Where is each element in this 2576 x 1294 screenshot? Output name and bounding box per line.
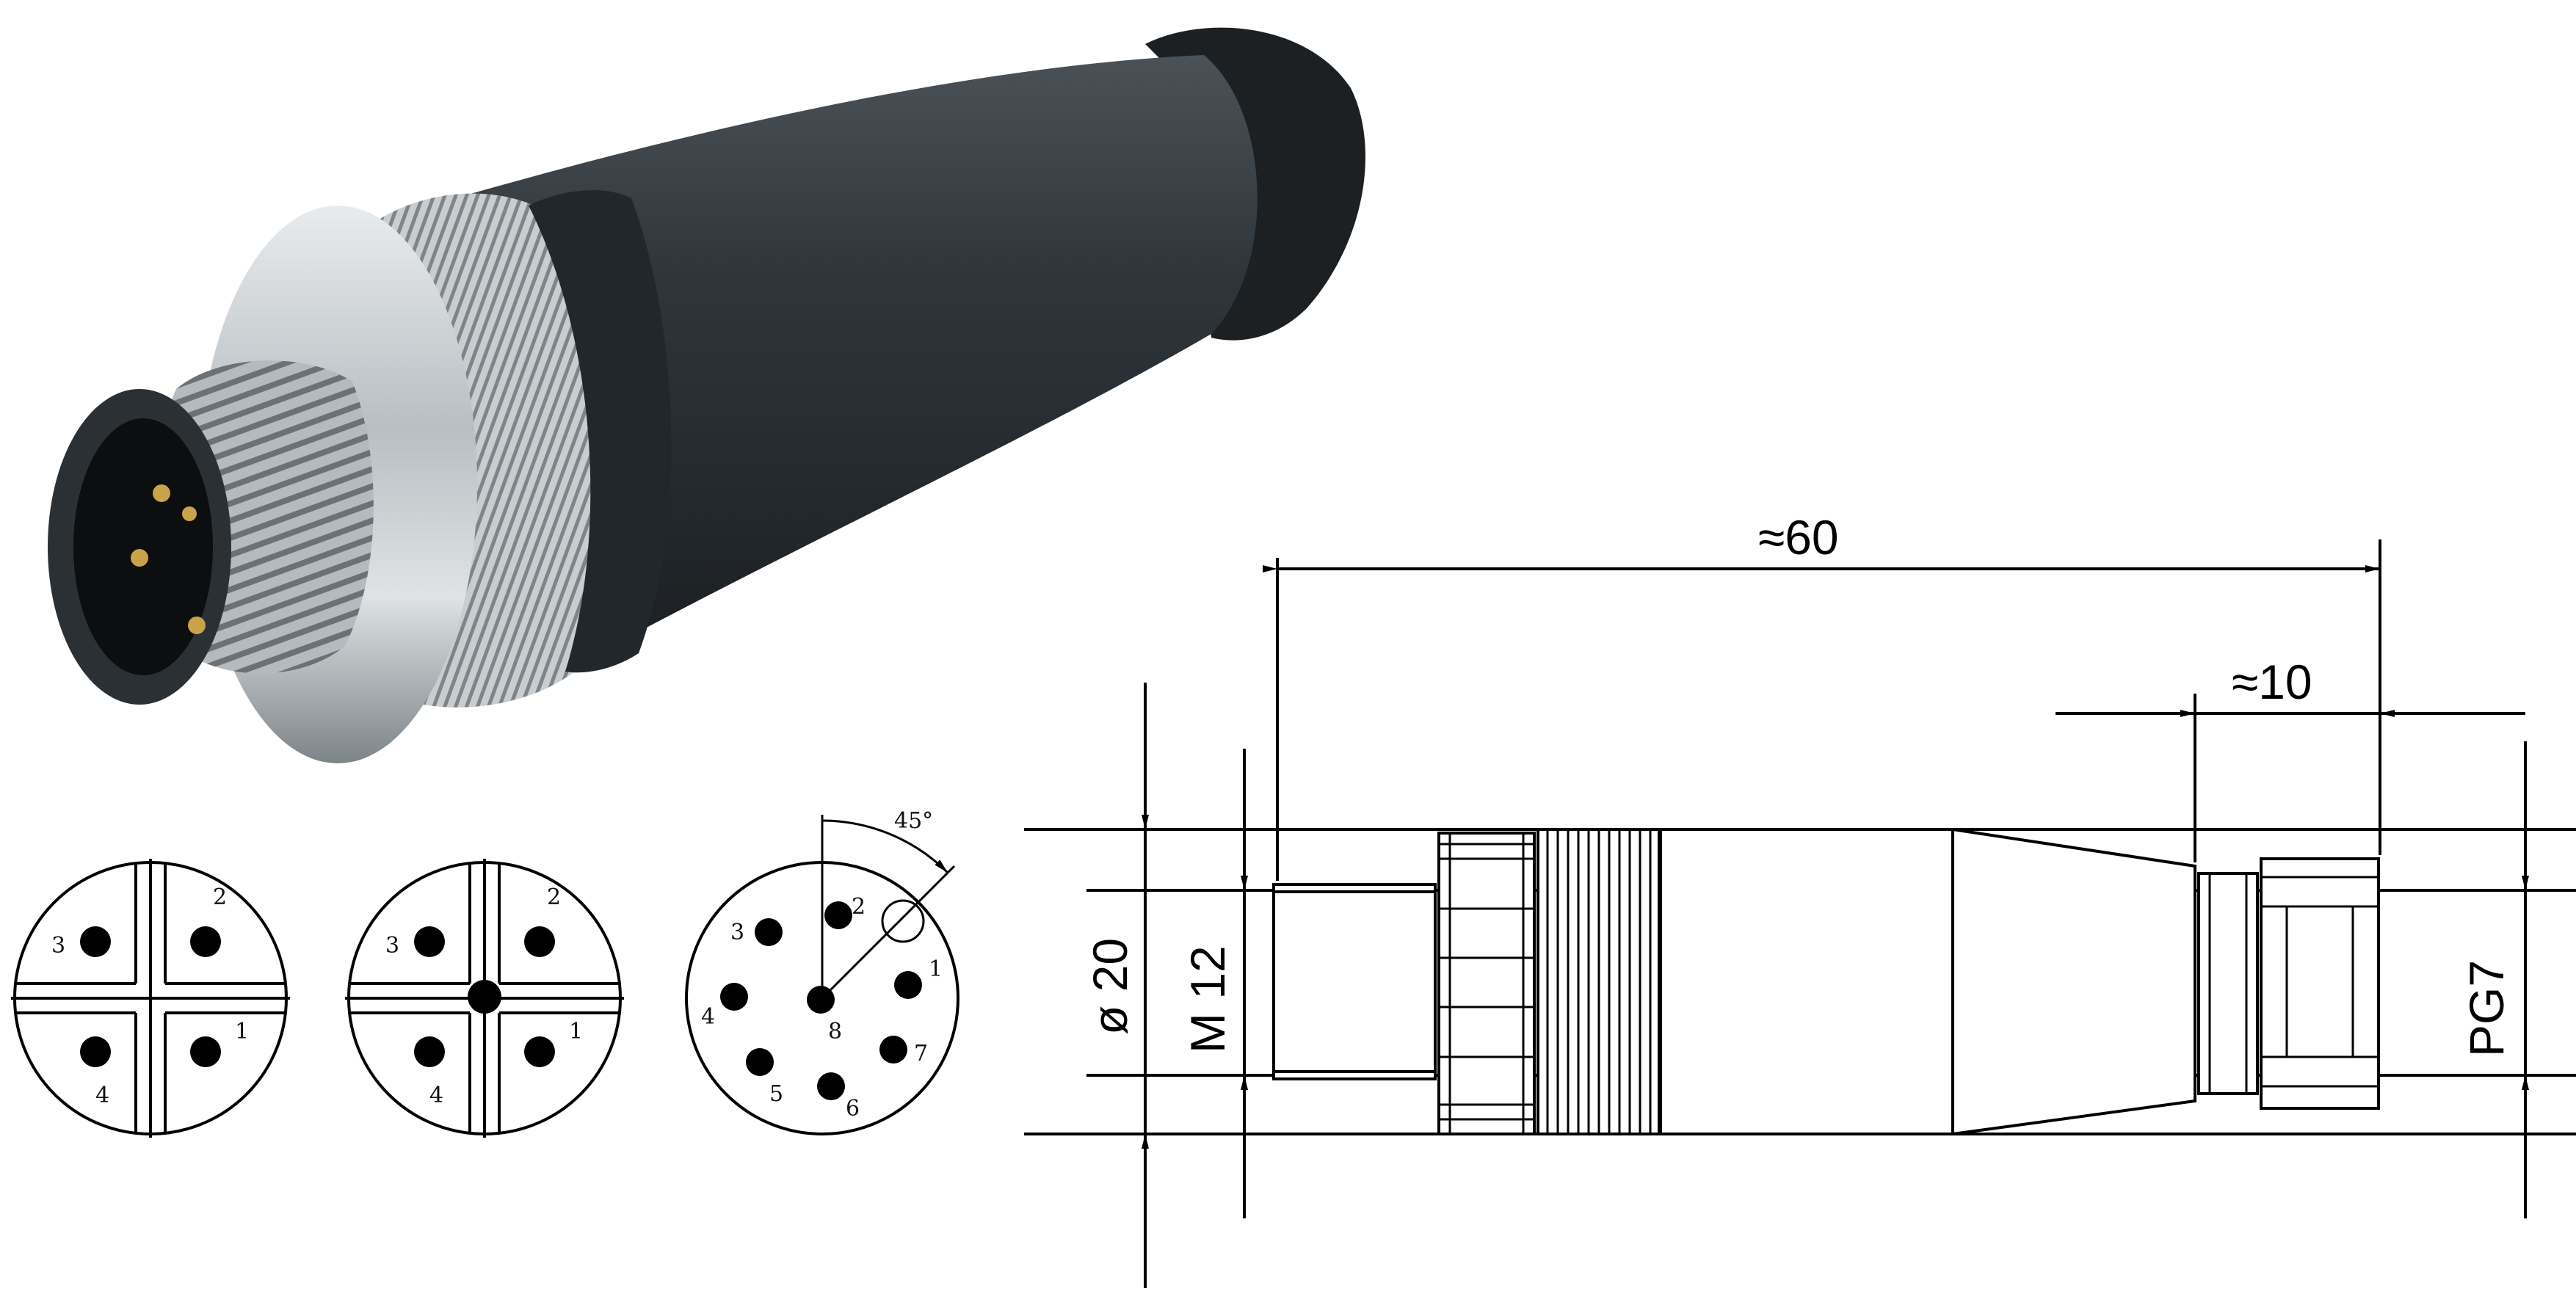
dim-label-body-diameter: ø 20 (1083, 938, 1137, 1035)
cable-gland-sleeve (2197, 872, 2259, 1095)
housing (1659, 828, 2196, 1135)
dim-label-thread: M 12 (1180, 945, 1235, 1053)
pin-dot (879, 1036, 907, 1064)
pin-dot (414, 1036, 445, 1067)
dim-label-overall-length: ≈60 (1758, 510, 1839, 564)
pin-label: 3 (385, 933, 399, 959)
dimension-drawing (1024, 539, 2576, 1288)
pin-label: 8 (828, 1019, 842, 1044)
pin-label: 4 (95, 1083, 109, 1108)
pin-dot (80, 1036, 111, 1067)
dim-label-cable-gland: PG7 (2459, 960, 2514, 1057)
cable-gland-nut (2260, 857, 2380, 1110)
pin-dot (894, 971, 922, 999)
dim-label-nut-length: ≈10 (2232, 655, 2312, 709)
locking-ring (1437, 832, 1536, 1135)
pin-dot (824, 901, 852, 929)
pinout-8-pin: 45° 1 2 3 4 5 6 7 8 (685, 808, 959, 1135)
pin-label: 1 (569, 1019, 583, 1044)
pin-label: 2 (547, 884, 561, 910)
pin-dot (80, 926, 111, 957)
pin-label: 4 (429, 1083, 443, 1108)
pin-label: 6 (846, 1096, 860, 1122)
pinout-5-pin: 1 2 3 4 (345, 859, 624, 1138)
pin-label: 7 (914, 1041, 928, 1066)
contact-pin (182, 506, 197, 521)
pin-dot (524, 1036, 555, 1067)
pinout-4-pin: 1 2 3 4 (11, 859, 290, 1138)
black-ring (529, 190, 672, 673)
pin-dot (720, 983, 748, 1011)
pin-dot (746, 1048, 774, 1076)
pin-dot (190, 1036, 221, 1067)
pin-dot (190, 926, 221, 957)
pin-label: 1 (235, 1019, 249, 1044)
angle-label: 45° (894, 808, 933, 834)
connector-face-insert (73, 418, 213, 675)
contact-pin (188, 617, 206, 634)
contact-pin (131, 549, 148, 567)
pin-dot (468, 980, 501, 1014)
pin-label: 3 (51, 933, 65, 959)
pin-label: 5 (769, 1081, 783, 1107)
thread-section (1272, 883, 1437, 1080)
pin-label: 4 (701, 1004, 715, 1030)
pin-label: 1 (929, 956, 943, 982)
angle-arc (821, 819, 949, 874)
pin-dot (755, 918, 783, 946)
pin-dot (524, 926, 555, 957)
pin-label: 2 (213, 884, 227, 910)
pin-dot (817, 1072, 845, 1100)
connector-photo (48, 27, 1365, 763)
pin-label: 2 (852, 894, 866, 920)
pin-dot (414, 926, 445, 957)
pin-dot (807, 986, 835, 1014)
contact-pin (153, 484, 170, 502)
pin-label: 3 (730, 920, 744, 945)
